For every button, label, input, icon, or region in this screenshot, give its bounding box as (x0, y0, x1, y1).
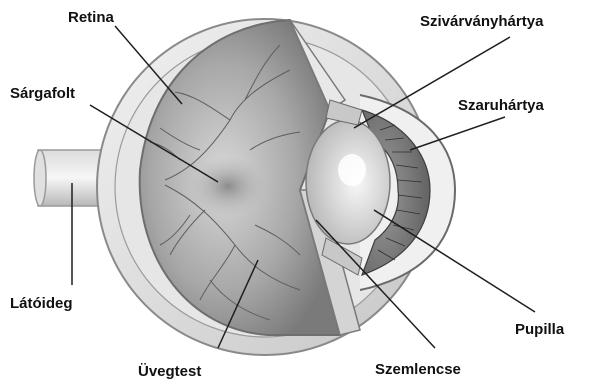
label-latoideg: Látóideg (10, 296, 73, 311)
label-szaruhartya: Szaruhártya (458, 98, 544, 113)
label-sargafolt: Sárgafolt (10, 86, 75, 101)
label-retina: Retina (68, 10, 114, 25)
label-szivarvanyhartya: Szivárványhártya (420, 14, 543, 29)
label-szemlencse: Szemlencse (375, 362, 461, 377)
label-pupilla: Pupilla (515, 322, 564, 337)
label-uvegtest: Üvegtest (138, 364, 201, 379)
macula-spot (190, 156, 266, 216)
